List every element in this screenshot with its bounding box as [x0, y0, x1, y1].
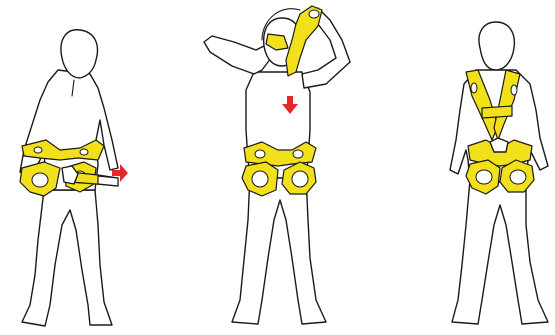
step-3-legs — [452, 180, 548, 324]
step-3-head — [479, 22, 514, 70]
step-1-head — [61, 30, 97, 78]
step-3-figure — [450, 22, 548, 324]
step-2-figure — [204, 6, 350, 324]
step-2-legs — [232, 175, 326, 324]
step-1-legs — [22, 190, 112, 326]
step-1-figure — [20, 30, 128, 326]
